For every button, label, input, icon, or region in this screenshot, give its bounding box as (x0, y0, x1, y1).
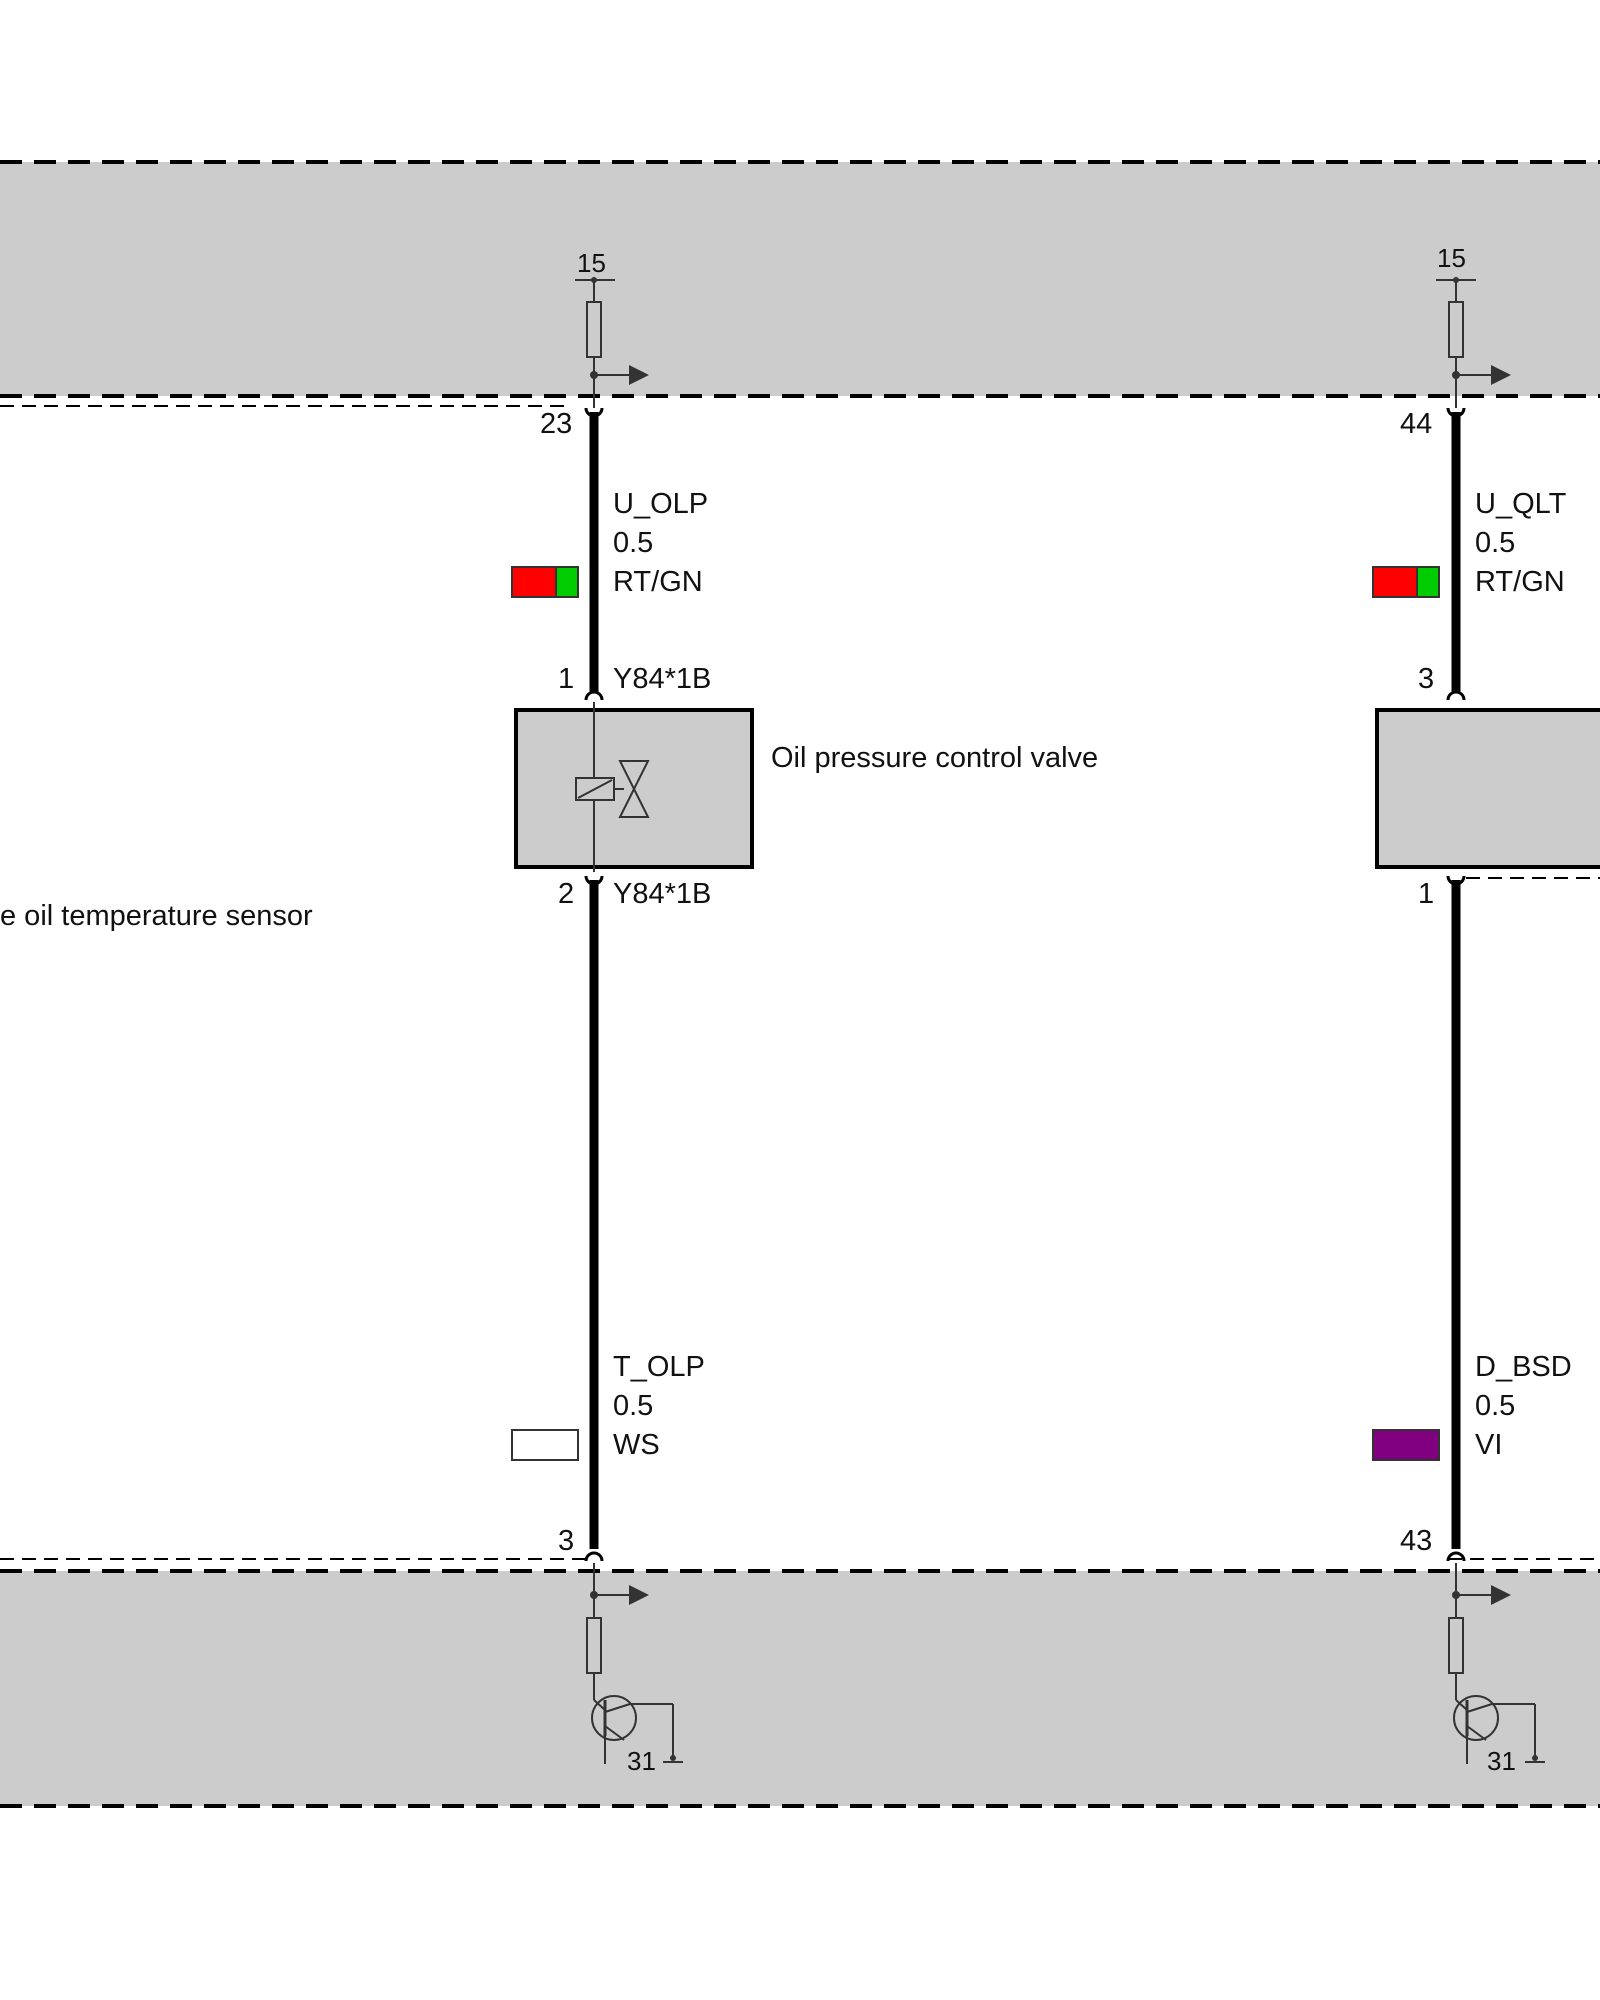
wire-color-code: VI (1475, 1429, 1502, 1461)
wire-color-swatch (1372, 1429, 1440, 1461)
supply-terminal-label: 15 (577, 248, 606, 278)
wire-gauge: 0.5 (1475, 1390, 1515, 1422)
ground-terminal-label: 31 (627, 1746, 656, 1776)
wire-signal-name: D_BSD (1475, 1351, 1572, 1383)
pin-socket-icon (584, 1551, 604, 1562)
ground-terminal-label: 31 (1487, 1746, 1516, 1776)
pin-socket-icon (584, 690, 604, 701)
wire-gauge: 0.5 (613, 1390, 653, 1422)
wire-color-swatch (1372, 566, 1440, 598)
resistor-icon (1448, 1617, 1464, 1674)
ecu-pin-label: 3 (558, 1525, 574, 1557)
wire-color-code: RT/GN (1475, 566, 1565, 598)
ecu-band-top (0, 160, 1600, 398)
wire-color-swatch (511, 566, 579, 598)
ecu-pin-label: 43 (1400, 1525, 1432, 1557)
wire-gauge: 0.5 (1475, 527, 1515, 559)
circuit-column-olp: 15 23 U_OLP 0.5 RT/GN 1 Y84*1B (511, 248, 1098, 1776)
wire-color-swatch (511, 1429, 579, 1461)
pullup-resistor-icon (1448, 301, 1464, 358)
transistor-icon (1453, 1695, 1545, 1764)
resistor-icon (586, 1617, 602, 1674)
wire-signal-name: U_QLT (1475, 488, 1567, 520)
wire-gauge: 0.5 (613, 527, 653, 559)
transistor-icon (591, 1695, 683, 1764)
wire-color-code: WS (613, 1429, 660, 1461)
supply-terminal-label: 15 (1437, 243, 1466, 273)
component-connector-label: Y84*1B (613, 878, 711, 910)
wire-signal-name: U_OLP (613, 488, 708, 520)
wire-color-code: RT/GN (613, 566, 703, 598)
circuit-column-qlt: 15 44 U_QLT 0.5 RT/GN 3 1 D_BSD 0.5 VI 4… (1372, 243, 1600, 1776)
ecu-band-bottom (0, 1569, 1600, 1808)
ecu-pin-label: 44 (1400, 408, 1432, 440)
component-pin-label: 1 (558, 663, 574, 695)
pin-socket-icon (1446, 690, 1466, 701)
pin-socket-icon (1446, 1551, 1466, 1562)
pullup-resistor-icon (586, 301, 602, 358)
partial-component-label: e oil temperature sensor (0, 900, 313, 932)
wire-signal-name: T_OLP (613, 1351, 705, 1383)
ecu-pin-label: 23 (540, 408, 572, 440)
component-pin-label: 1 (1418, 878, 1434, 910)
component-box (1375, 708, 1600, 869)
component-pin-label: 3 (1418, 663, 1434, 695)
component-connector-label: Y84*1B (613, 663, 711, 695)
component-pin-label: 2 (558, 878, 574, 910)
solenoid-valve-icon (575, 760, 650, 818)
component-label: Oil pressure control valve (771, 742, 1098, 774)
